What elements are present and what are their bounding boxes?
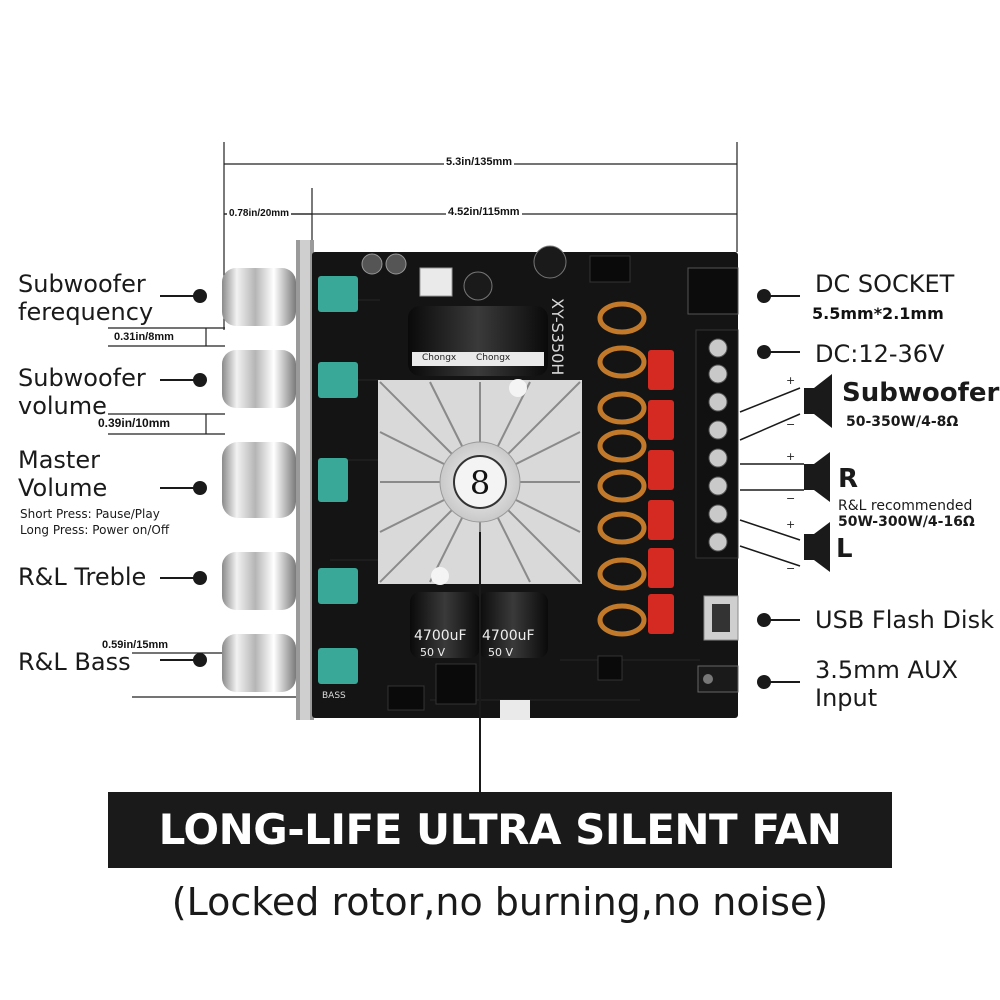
- gap-3-label: 0.59in/15mm: [100, 639, 171, 651]
- rl-recommended-label: R&L recommended: [838, 498, 973, 514]
- aux-input-label: 3.5mm AUX Input: [815, 656, 958, 712]
- dc-socket-size: 5.5mm*2.1mm: [812, 304, 944, 323]
- short-press-note: Short Press: Pause/Play: [20, 507, 160, 521]
- polarity-plus: +: [786, 450, 796, 463]
- rl-bass-label: R&L Bass: [18, 648, 131, 676]
- board-width-label: 4.52in/115mm: [446, 206, 522, 218]
- banner-subtitle: (Locked rotor,no burning,no noise): [171, 880, 829, 924]
- svg-text:50 V: 50 V: [420, 646, 445, 659]
- dc-socket-label: DC SOCKET: [815, 270, 955, 298]
- right-channel-label: R: [838, 464, 859, 494]
- subwoofer-output-spec: 50-350W/4-8Ω: [846, 414, 959, 430]
- pointer-dot: [193, 373, 207, 387]
- subwoofer-frequency-label: Subwoofer ferequency: [18, 270, 154, 326]
- rl-spec: 50W-300W/4-16Ω: [838, 514, 975, 530]
- pointer-dot: [193, 481, 207, 495]
- overall-width-label: 5.3in/135mm: [444, 156, 515, 168]
- polarity-minus: −: [786, 492, 796, 505]
- svg-text:50 V: 50 V: [488, 646, 513, 659]
- svg-text:BASS: BASS: [322, 691, 346, 701]
- pointer-dot: [757, 345, 771, 359]
- pointer-dot: [757, 613, 771, 627]
- board-model: XY-S350H: [548, 298, 567, 375]
- speaker-terminals: [695, 329, 739, 559]
- svg-text:Chongx: Chongx: [422, 353, 457, 363]
- pointer-dot: [757, 675, 771, 689]
- knob-offset-label: 0.78in/20mm: [227, 208, 292, 219]
- svg-text:Chongx: Chongx: [476, 353, 511, 363]
- subwoofer-volume-label: Subwoofer volume: [18, 364, 146, 420]
- rl-treble-label: R&L Treble: [18, 563, 147, 591]
- svg-text:4700uF: 4700uF: [482, 628, 535, 644]
- knobs: [222, 268, 296, 692]
- dc-voltage-label: DC:12-36V: [815, 340, 945, 368]
- polarity-plus: +: [786, 374, 796, 387]
- pointer-dot: [193, 653, 207, 667]
- gap-1-label: 0.31in/8mm: [112, 331, 176, 343]
- pointer-dot: [193, 571, 207, 585]
- output-filter: [597, 301, 674, 637]
- polarity-plus: +: [786, 518, 796, 531]
- polarity-minus: −: [786, 418, 796, 431]
- pointer-dot: [757, 289, 771, 303]
- usb-flash-label: USB Flash Disk: [815, 606, 994, 634]
- left-channel-label: L: [836, 534, 853, 564]
- master-volume-label: Master Volume: [18, 446, 108, 502]
- subwoofer-output-label: Subwoofer: [842, 378, 1000, 408]
- pointer-dot: [193, 289, 207, 303]
- svg-text:4700uF: 4700uF: [414, 628, 467, 644]
- polarity-minus: −: [786, 562, 796, 575]
- feature-banner: [108, 792, 892, 868]
- long-press-note: Long Press: Power on/Off: [20, 523, 170, 537]
- speaker-icons: [804, 374, 832, 572]
- gap-2-label: 0.39in/10mm: [96, 416, 173, 430]
- banner-title: LONG-LIFE ULTRA SILENT FAN: [158, 805, 842, 854]
- svg-text:8: 8: [470, 464, 490, 502]
